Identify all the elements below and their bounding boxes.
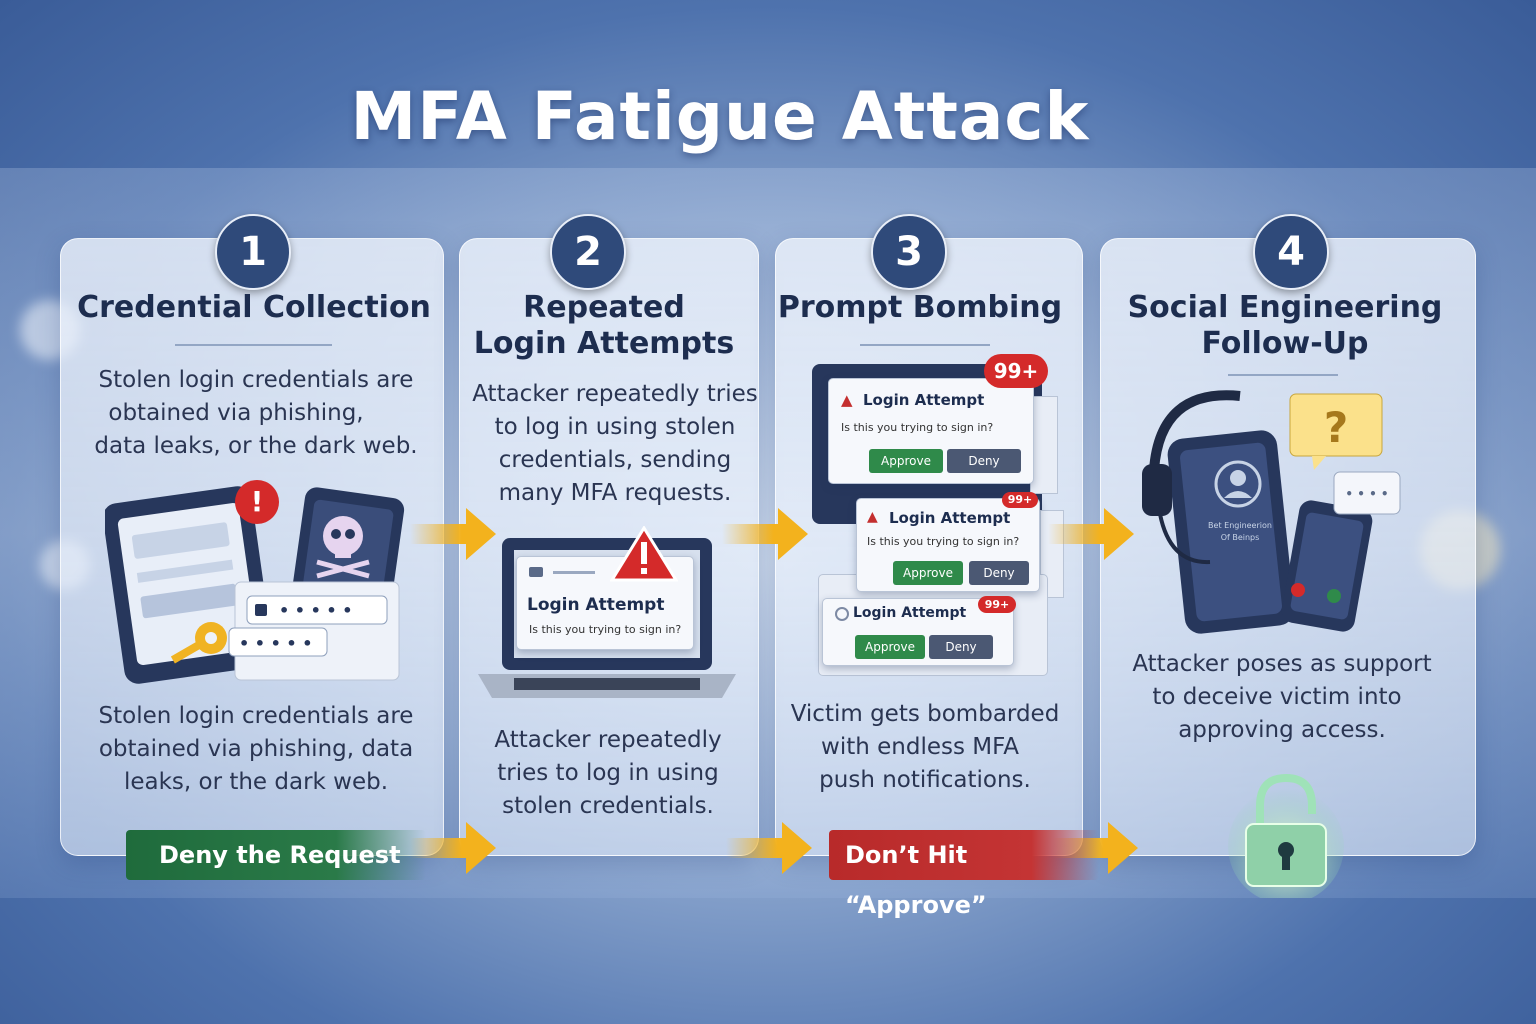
svg-text:• • • • •: • • • • • xyxy=(279,601,352,620)
deny-button[interactable]: Deny xyxy=(947,449,1021,473)
stacked-dialog xyxy=(1030,396,1058,494)
dialog-title: Login Attempt xyxy=(527,595,665,615)
step-number-3: 3 xyxy=(871,214,947,290)
warning-icon: ▲ xyxy=(867,509,878,525)
user-icon xyxy=(1214,460,1262,508)
skull-icon xyxy=(316,516,370,579)
arrow-right-icon xyxy=(726,822,812,874)
step-heading-4: Social Engineering Follow-Up xyxy=(1127,290,1443,361)
approve-callout: Don’t Hit “Approve” xyxy=(829,830,1099,919)
step-card-4 xyxy=(1100,238,1476,856)
svg-text:• • • •: • • • • xyxy=(1345,487,1388,501)
svg-text:Bet Engineerion: Bet Engineerion xyxy=(1208,521,1272,530)
step-text-bottom-2: Attacker repeatedly tries to log in usin… xyxy=(494,727,722,819)
heading-divider xyxy=(860,344,990,346)
login-attempt-dialog-1: ▲ Login Attempt Is this you trying to si… xyxy=(828,378,1034,484)
step-text-bottom-4: Attacker poses as support to deceive vic… xyxy=(1132,651,1432,743)
svg-text:?: ? xyxy=(1324,403,1348,452)
arrow-right-icon xyxy=(722,508,808,560)
approve-button[interactable]: Approve xyxy=(855,635,925,659)
step-heading-1: Credential Collection xyxy=(77,290,431,325)
shield-icon xyxy=(529,567,543,577)
deny-button[interactable]: Deny xyxy=(929,635,993,659)
svg-text:Of Beinps: Of Beinps xyxy=(1221,533,1260,542)
step-text-top-1: Stolen login credentials are obtained vi… xyxy=(94,367,418,459)
page-title: MFA Fatigue Attack xyxy=(350,78,1090,155)
login-attempt-dialog-2: ▲ Login Attempt Is this you trying to si… xyxy=(856,498,1040,592)
warning-icon: ▲ xyxy=(841,391,853,409)
lock-icon xyxy=(1228,773,1344,898)
svg-text:!: ! xyxy=(251,485,264,518)
arrow-right-icon xyxy=(1048,508,1134,560)
info-icon xyxy=(835,607,849,621)
deny-button[interactable]: Deny xyxy=(969,561,1029,585)
arrow-right-icon xyxy=(410,508,496,560)
step-number-4: 4 xyxy=(1253,214,1329,290)
approve-button[interactable]: Approve xyxy=(893,561,963,585)
step-text-top-2: Attacker repeatedly tries to log in usin… xyxy=(472,381,758,506)
alert-icon xyxy=(235,480,279,524)
text-line xyxy=(553,571,595,574)
chat-bubble xyxy=(1333,471,1401,515)
notification-count-badge: 99+ xyxy=(984,354,1048,388)
notification-count-badge: 99+ xyxy=(1002,492,1038,508)
support-call-illustration: Bet Engineerion Of Beinps ? • • • • xyxy=(1142,390,1401,634)
notification-count-badge: 99+ xyxy=(978,596,1016,613)
credential-theft-illustration: ! • • • • • • • • • • xyxy=(105,480,405,684)
svg-text:• • • • •: • • • • • xyxy=(239,634,312,653)
step-number-2: 2 xyxy=(550,214,626,290)
key-icon xyxy=(170,622,227,664)
approve-button[interactable]: Approve xyxy=(869,449,943,473)
alert-triangle-icon xyxy=(610,526,678,582)
step-text-bottom-1: Stolen login credentials are obtained vi… xyxy=(98,703,414,795)
arrow-right-icon xyxy=(410,822,496,874)
dialog-subtitle: Is this you trying to sign in? xyxy=(529,623,682,636)
end-call-icon xyxy=(1291,583,1305,597)
step-heading-2: Repeated Login Attempts xyxy=(473,290,735,361)
step-text-bottom-3: Victim gets bombarded with endless MFA p… xyxy=(790,701,1060,793)
heading-divider xyxy=(175,344,332,346)
step-number-1: 1 xyxy=(215,214,291,290)
heading-divider xyxy=(1228,374,1338,376)
accept-call-icon xyxy=(1327,589,1341,603)
deny-callout: Deny the Request xyxy=(126,830,426,880)
headset-icon xyxy=(1142,390,1241,565)
question-bubble xyxy=(1289,393,1383,457)
step-heading-3: Prompt Bombing xyxy=(777,290,1063,325)
